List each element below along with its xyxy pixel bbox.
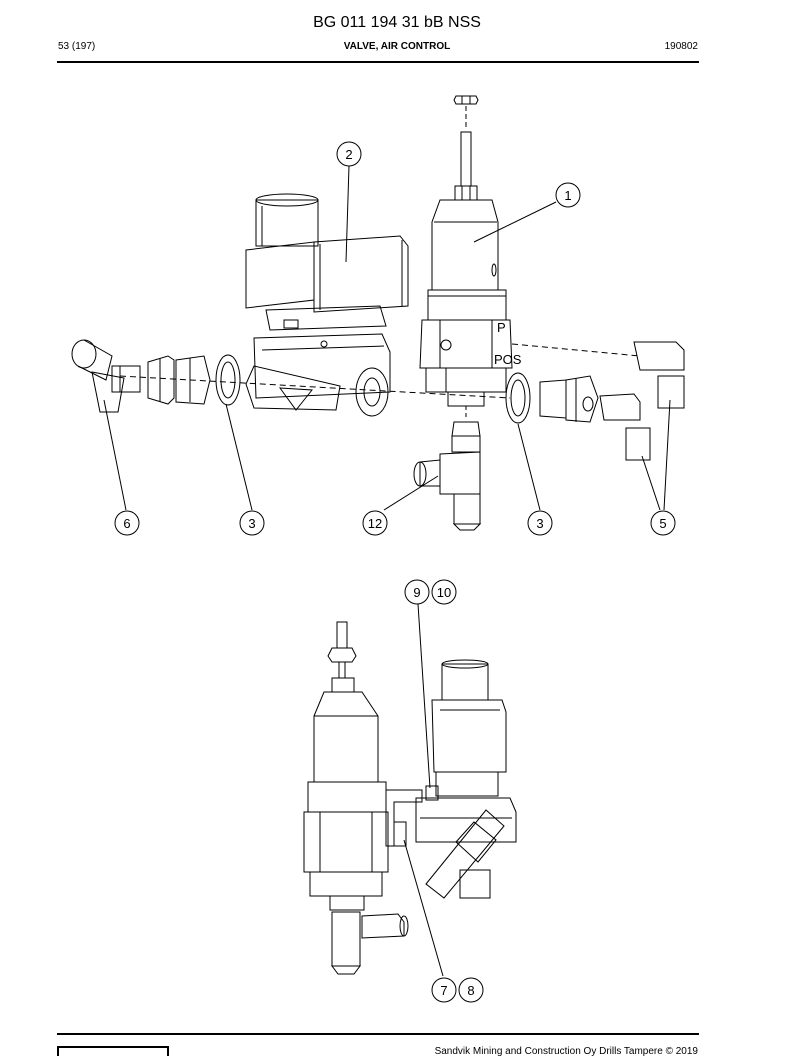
- callout-3-left: 3: [239, 510, 265, 536]
- callout-label: 6: [123, 516, 130, 531]
- right-seal-washer: [505, 372, 531, 424]
- callout-9: 9: [404, 579, 430, 605]
- tee-fitting: [413, 421, 482, 531]
- exploded-view: P POS: [71, 95, 685, 531]
- callout-label: 12: [368, 516, 382, 531]
- callout-6: 6: [114, 510, 140, 536]
- section-title: VALVE, AIR CONTROL: [343, 41, 451, 52]
- brand-logo: [57, 1046, 169, 1056]
- right-elbow-fittings: [599, 341, 685, 461]
- callout-label: 3: [248, 516, 255, 531]
- left-seal-washer: [215, 354, 241, 406]
- callout-label: 1: [564, 188, 571, 203]
- date-code: 190802: [664, 41, 698, 52]
- regulator-valve: [419, 95, 513, 420]
- right-adapter: [539, 375, 599, 423]
- left-adapter: [147, 355, 211, 405]
- copyright-text: Sandvik Mining and Construction Oy Drill…: [434, 1046, 698, 1057]
- document-title: BG 011 194 31 bB NSS: [313, 14, 481, 31]
- footer-divider: [57, 1033, 699, 1035]
- callout-5: 5: [650, 510, 676, 536]
- callout-label: 10: [437, 585, 451, 600]
- callout-3-right: 3: [527, 510, 553, 536]
- page-info: 53 (197): [58, 41, 96, 52]
- callout-12: 12: [362, 510, 388, 536]
- callout-label: 8: [467, 983, 474, 998]
- callout-label: 7: [440, 983, 447, 998]
- callout-2: 2: [336, 141, 362, 167]
- port-pos-mark: POS: [494, 352, 522, 367]
- callout-label: 3: [536, 516, 543, 531]
- solenoid-valve: [245, 193, 409, 417]
- assembled-view: [303, 603, 517, 977]
- callout-7: 7: [431, 977, 457, 1003]
- callout-10: 10: [431, 579, 457, 605]
- callout-label: 9: [413, 585, 420, 600]
- callout-1: 1: [555, 182, 581, 208]
- header-divider: [57, 61, 699, 63]
- callout-label: 2: [345, 147, 352, 162]
- callout-8: 8: [458, 977, 484, 1003]
- left-elbow-fitting: [71, 339, 141, 413]
- port-p-mark: P: [497, 320, 506, 335]
- callout-label: 5: [659, 516, 666, 531]
